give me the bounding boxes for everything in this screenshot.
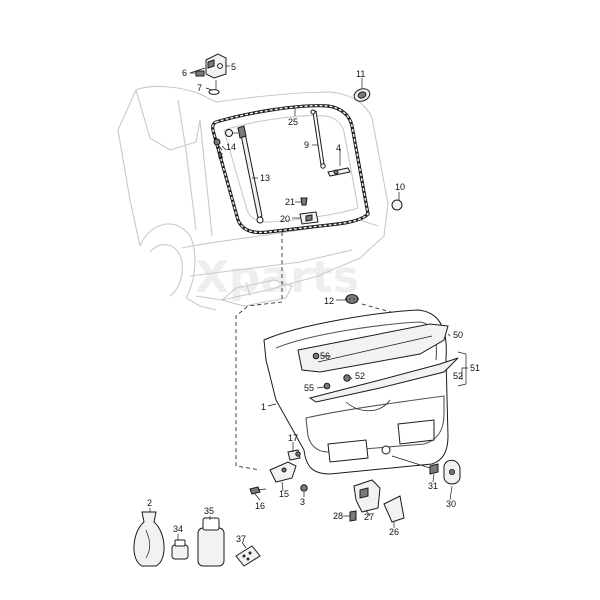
part-4 — [327, 148, 351, 177]
switch-31 — [391, 455, 439, 475]
callout-labels: 5 6 7 11 25 14 8 9 4 13 10 21 20 12 50 5… — [147, 62, 480, 544]
hinge-part — [205, 53, 227, 92]
leader-lines — [149, 65, 468, 549]
ball-stud-14 — [213, 129, 238, 146]
cap-34 — [171, 539, 189, 560]
callout-37: 37 — [236, 534, 246, 544]
callout-28: 28 — [333, 511, 343, 521]
callout-15: 15 — [279, 489, 289, 499]
screw-16 — [249, 486, 267, 495]
callout-12: 12 — [324, 296, 334, 306]
clip-3 — [300, 484, 308, 492]
callout-55: 55 — [304, 383, 314, 393]
hinge-screw — [190, 70, 205, 77]
callout-8: 8 — [218, 151, 223, 161]
tube-37 — [235, 545, 261, 567]
grommet-12 — [345, 294, 360, 304]
callout-10: 10 — [395, 182, 405, 192]
callout-7: 7 — [197, 83, 202, 93]
callout-51: 51 — [470, 363, 480, 373]
tailgate-1 — [263, 309, 459, 475]
callout-1: 1 — [261, 402, 266, 412]
bracket-20 — [299, 211, 319, 225]
callout-21: 21 — [285, 197, 295, 207]
part-17 — [287, 449, 301, 461]
assembly-dashed-line — [235, 232, 283, 471]
callout-31: 31 — [428, 481, 438, 491]
callout-34: 34 — [173, 524, 183, 534]
grease-bag-2 — [133, 511, 165, 567]
cover-26 — [383, 495, 405, 523]
grommet-11 — [353, 88, 371, 102]
gas-strut-13 — [237, 125, 264, 224]
gas-strut-9 — [310, 109, 326, 169]
callout-52b: 52 — [453, 371, 463, 381]
callout-17: 17 — [288, 433, 298, 443]
callout-6: 6 — [182, 68, 187, 78]
callout-2: 2 — [147, 498, 152, 508]
callout-5: 5 — [231, 62, 236, 72]
callout-56: 56 — [320, 351, 330, 361]
callout-35: 35 — [204, 506, 214, 516]
callout-27: 27 — [364, 512, 374, 522]
callout-4: 4 — [336, 143, 341, 153]
bracket-51 — [457, 351, 467, 387]
lock-27 — [353, 479, 381, 513]
car-body-outline — [117, 86, 389, 311]
washer — [208, 89, 220, 95]
bolt-21 — [300, 197, 308, 206]
callout-13: 13 — [260, 173, 270, 183]
callout-25: 25 — [288, 117, 298, 127]
callout-11: 11 — [356, 69, 365, 79]
callout-30: 30 — [446, 499, 456, 509]
callout-14: 14 — [226, 142, 236, 152]
callout-16: 16 — [255, 501, 265, 511]
callout-52a: 52 — [355, 371, 365, 381]
callout-26: 26 — [389, 527, 399, 537]
callout-3: 3 — [300, 497, 305, 507]
bump-stop-10 — [391, 199, 403, 211]
callout-9: 9 — [304, 140, 309, 150]
watermark: Xparts — [195, 252, 359, 303]
callout-20: 20 — [280, 214, 290, 224]
handle-30 — [443, 459, 461, 485]
callout-50: 50 — [453, 330, 463, 340]
container-35 — [197, 517, 225, 567]
bracket-15 — [269, 461, 297, 483]
bolt-28 — [349, 510, 357, 522]
